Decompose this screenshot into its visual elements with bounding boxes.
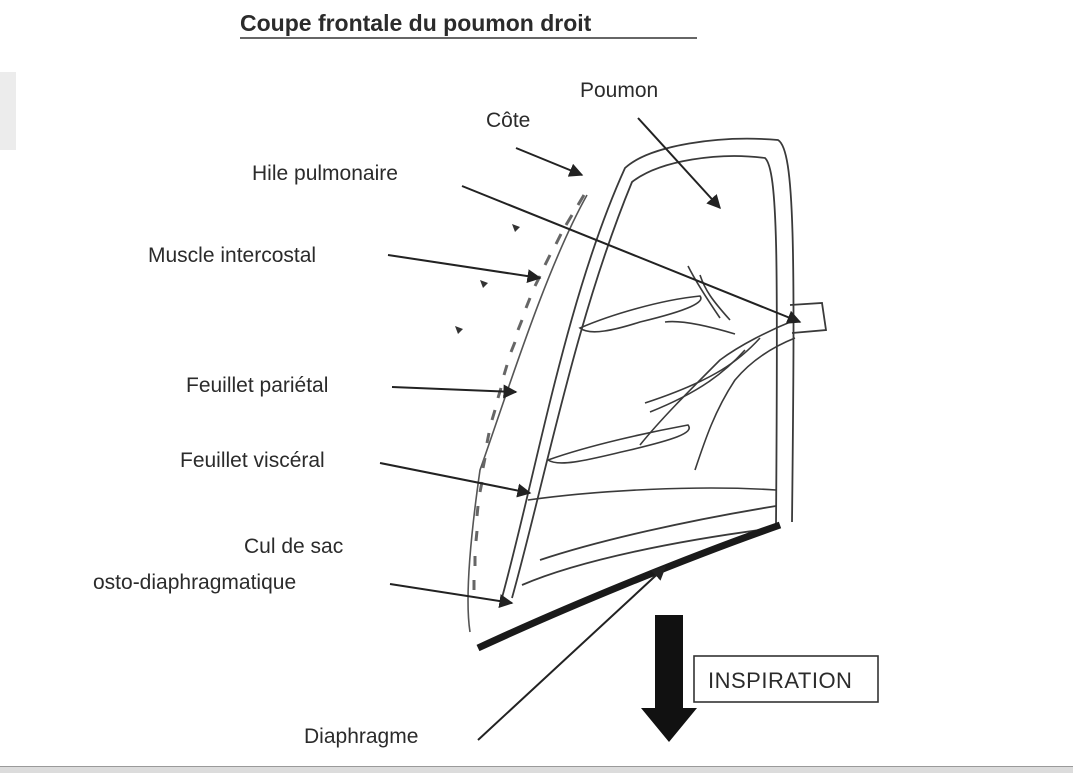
label-cul-de-sac-1: Cul de sac <box>244 535 343 558</box>
lower-lobe-fold <box>527 487 777 501</box>
rib-hatches <box>472 194 586 590</box>
leader-visceral <box>379 462 532 498</box>
label-hile: Hile pulmonaire <box>252 162 398 185</box>
label-cul-de-sac-2: osto-diaphragmatique <box>93 571 296 594</box>
diaphragm <box>476 521 782 652</box>
diagram-title: Coupe frontale du poumon droit <box>240 10 592 36</box>
leader-muscle <box>387 254 542 284</box>
parietal-pleura <box>499 137 795 606</box>
inspiration-label: INSPIRATION <box>708 668 852 693</box>
leader-parietal <box>391 384 518 399</box>
lung-lower-border-inner <box>539 505 777 561</box>
leader-diaphragme <box>477 566 667 741</box>
chest-wall-outer <box>467 194 588 633</box>
leader-cul-de-sac <box>389 583 514 608</box>
bottom-divider <box>0 766 1073 773</box>
hilum-stub <box>789 302 828 334</box>
lung-lower-border <box>521 527 776 586</box>
inspiration-arrow <box>641 615 697 742</box>
label-cote: Côte <box>486 109 530 132</box>
label-muscle: Muscle intercostal <box>148 244 316 267</box>
label-diaphragme: Diaphragme <box>304 725 418 748</box>
lower-fissure-shape <box>546 424 691 464</box>
leader-poumon <box>637 117 721 210</box>
label-parietal: Feuillet pariétal <box>186 374 328 397</box>
left-edge-fringe <box>0 72 16 150</box>
bronchial-tree <box>639 265 796 471</box>
inspiration-box <box>693 655 879 703</box>
leader-hile <box>461 185 802 324</box>
upper-fissure-shape <box>578 295 702 333</box>
label-poumon: Poumon <box>580 79 658 102</box>
label-visceral: Feuillet viscéral <box>180 449 325 472</box>
leader-cote <box>515 147 584 177</box>
small-marks <box>455 224 520 334</box>
leader-lines <box>379 117 802 741</box>
visceral-pleura <box>511 155 778 599</box>
